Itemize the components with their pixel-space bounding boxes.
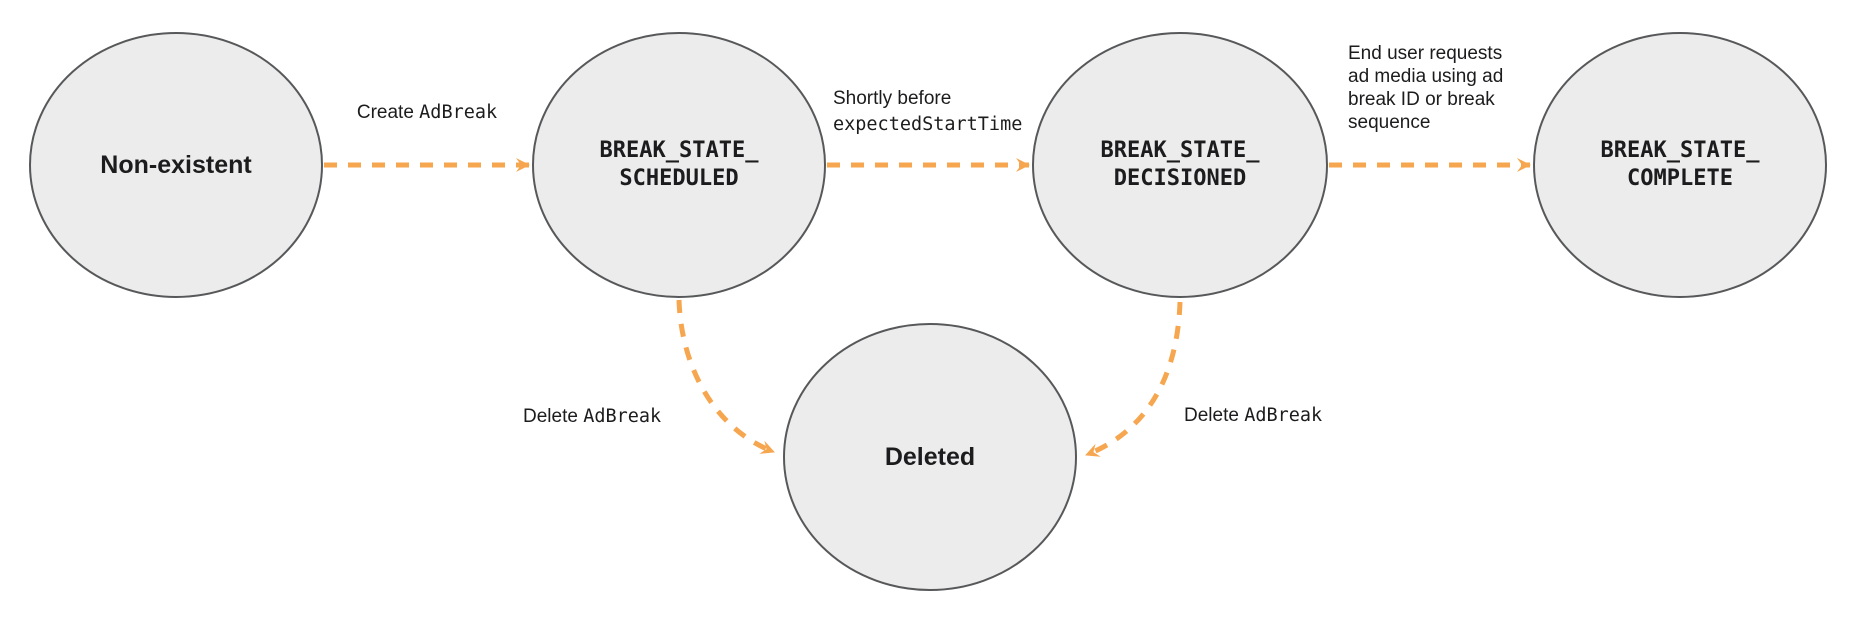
state-circle-scheduled: [532, 32, 826, 298]
transition-label-enduser: End user requests ad media using ad brea…: [1348, 43, 1504, 133]
transition-label-delete-right: Delete AdBreak: [1184, 405, 1323, 426]
state-circle-decisioned: [1032, 32, 1328, 298]
state-name-text: Non-existent: [100, 150, 252, 179]
code-token: AdBreak: [419, 102, 498, 123]
transition-label-shortly-before: Shortly before expectedStartTime: [833, 88, 1023, 135]
state-label-scheduled: BREAK_STATE_ SCHEDULED: [533, 33, 825, 297]
code-token: AdBreak: [1244, 405, 1323, 426]
code-token: AdBreak: [583, 406, 662, 427]
state-circle-deleted: [783, 323, 1077, 591]
transition-delete-right-arrow: [1085, 301, 1183, 458]
state-name-text: Deleted: [884, 442, 976, 471]
state-label-deleted: Deleted: [784, 324, 1076, 590]
code-token: expectedStartTime: [833, 114, 1023, 135]
transition-delete-left-arrow: [676, 299, 775, 455]
state-label-nonexistent: Non-existent: [30, 33, 322, 297]
state-circle-nonexistent: [29, 32, 323, 298]
state-name-text: BREAK_STATE_ COMPLETE: [1600, 138, 1760, 191]
state-circle-complete: [1533, 32, 1827, 298]
transition-label-delete-left: Delete AdBreak: [523, 406, 662, 427]
transition-label-create: Create AdBreak: [356, 102, 498, 123]
state-label-complete: BREAK_STATE_ COMPLETE: [1534, 33, 1826, 297]
state-name-text: BREAK_STATE_ DECISIONED: [1100, 138, 1260, 191]
state-label-decisioned: BREAK_STATE_ DECISIONED: [1033, 33, 1327, 297]
state-name-text: BREAK_STATE_ SCHEDULED: [599, 138, 759, 191]
